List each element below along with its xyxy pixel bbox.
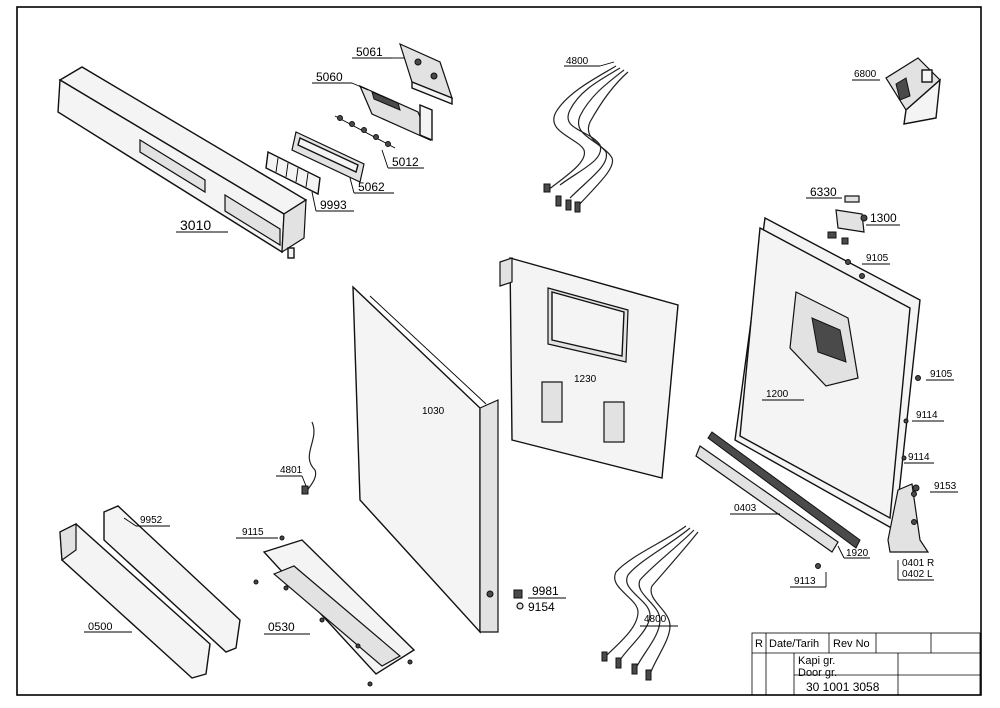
control-panel-3010 (57, 66, 308, 259)
label-4801: 4801 (280, 465, 303, 476)
wire-harness-4800-bottom (601, 525, 699, 681)
buttons-5012 (334, 115, 396, 149)
label-5012: 5012 (392, 155, 419, 169)
label-9154: 9154 (528, 600, 555, 614)
label-5062: 5062 (358, 180, 385, 194)
plinth-9952 (103, 505, 241, 653)
keys-9993 (265, 150, 321, 196)
label-0401: 0401 R (902, 558, 934, 569)
outer-door-1030 (352, 285, 499, 634)
dispenser-6800 (885, 57, 941, 125)
label-9993: 9993 (320, 198, 347, 212)
label-1200: 1200 (766, 389, 789, 400)
label-0402: 0402 L (902, 569, 933, 580)
hinge-bracket-0401 (887, 483, 930, 553)
label-6330: 6330 (810, 185, 837, 199)
label-9115: 9115 (242, 527, 264, 538)
fasteners (253, 259, 921, 687)
insulation-1230 (499, 257, 679, 479)
label-9105-b: 9105 (930, 369, 953, 380)
label-4800-top: 4800 (566, 56, 589, 67)
title-rev-marker: R (755, 638, 763, 650)
label-3010: 3010 (180, 217, 211, 233)
label-0500: 0500 (88, 621, 112, 633)
title-name-tr: Kapi gr. (798, 655, 835, 667)
label-0403: 0403 (734, 503, 757, 514)
label-9105-a: 9105 (866, 253, 889, 264)
label-9113: 9113 (794, 576, 816, 587)
label-0530: 0530 (268, 620, 295, 634)
label-9114-b: 9114 (908, 452, 930, 463)
title-name-en: Door gr. (798, 667, 837, 679)
leader-lines (84, 57, 958, 635)
label-9114-a: 9114 (916, 410, 938, 421)
label-1920: 1920 (846, 548, 869, 559)
label-5060: 5060 (316, 70, 343, 84)
drawing-frame (16, 6, 982, 696)
title-rev-header: Rev No (833, 638, 870, 650)
bracket-0530 (262, 539, 416, 675)
latch-1300 (827, 195, 868, 245)
label-1230: 1230 (574, 374, 597, 385)
module-5060 (358, 84, 433, 142)
label-1300: 1300 (870, 211, 897, 225)
profile-0403 (695, 431, 861, 553)
label-9981: 9981 (532, 584, 559, 598)
label-1030: 1030 (422, 406, 445, 417)
label-4800-bottom: 4800 (644, 614, 667, 625)
title-block (751, 632, 981, 696)
board-5062 (291, 131, 365, 183)
wire-harness-4800-top (543, 65, 629, 213)
plinth-0500 (59, 523, 211, 679)
label-9153: 9153 (934, 481, 957, 492)
label-5061: 5061 (356, 45, 383, 59)
title-date-header: Date/Tarih (769, 638, 819, 650)
inner-door-1200 (734, 216, 921, 532)
label-9952: 9952 (140, 515, 163, 526)
wire-4801 (301, 421, 317, 495)
label-6800: 6800 (854, 69, 877, 80)
module-5061 (399, 42, 453, 106)
title-drawing-number: 30 1001 3058 (806, 680, 880, 694)
